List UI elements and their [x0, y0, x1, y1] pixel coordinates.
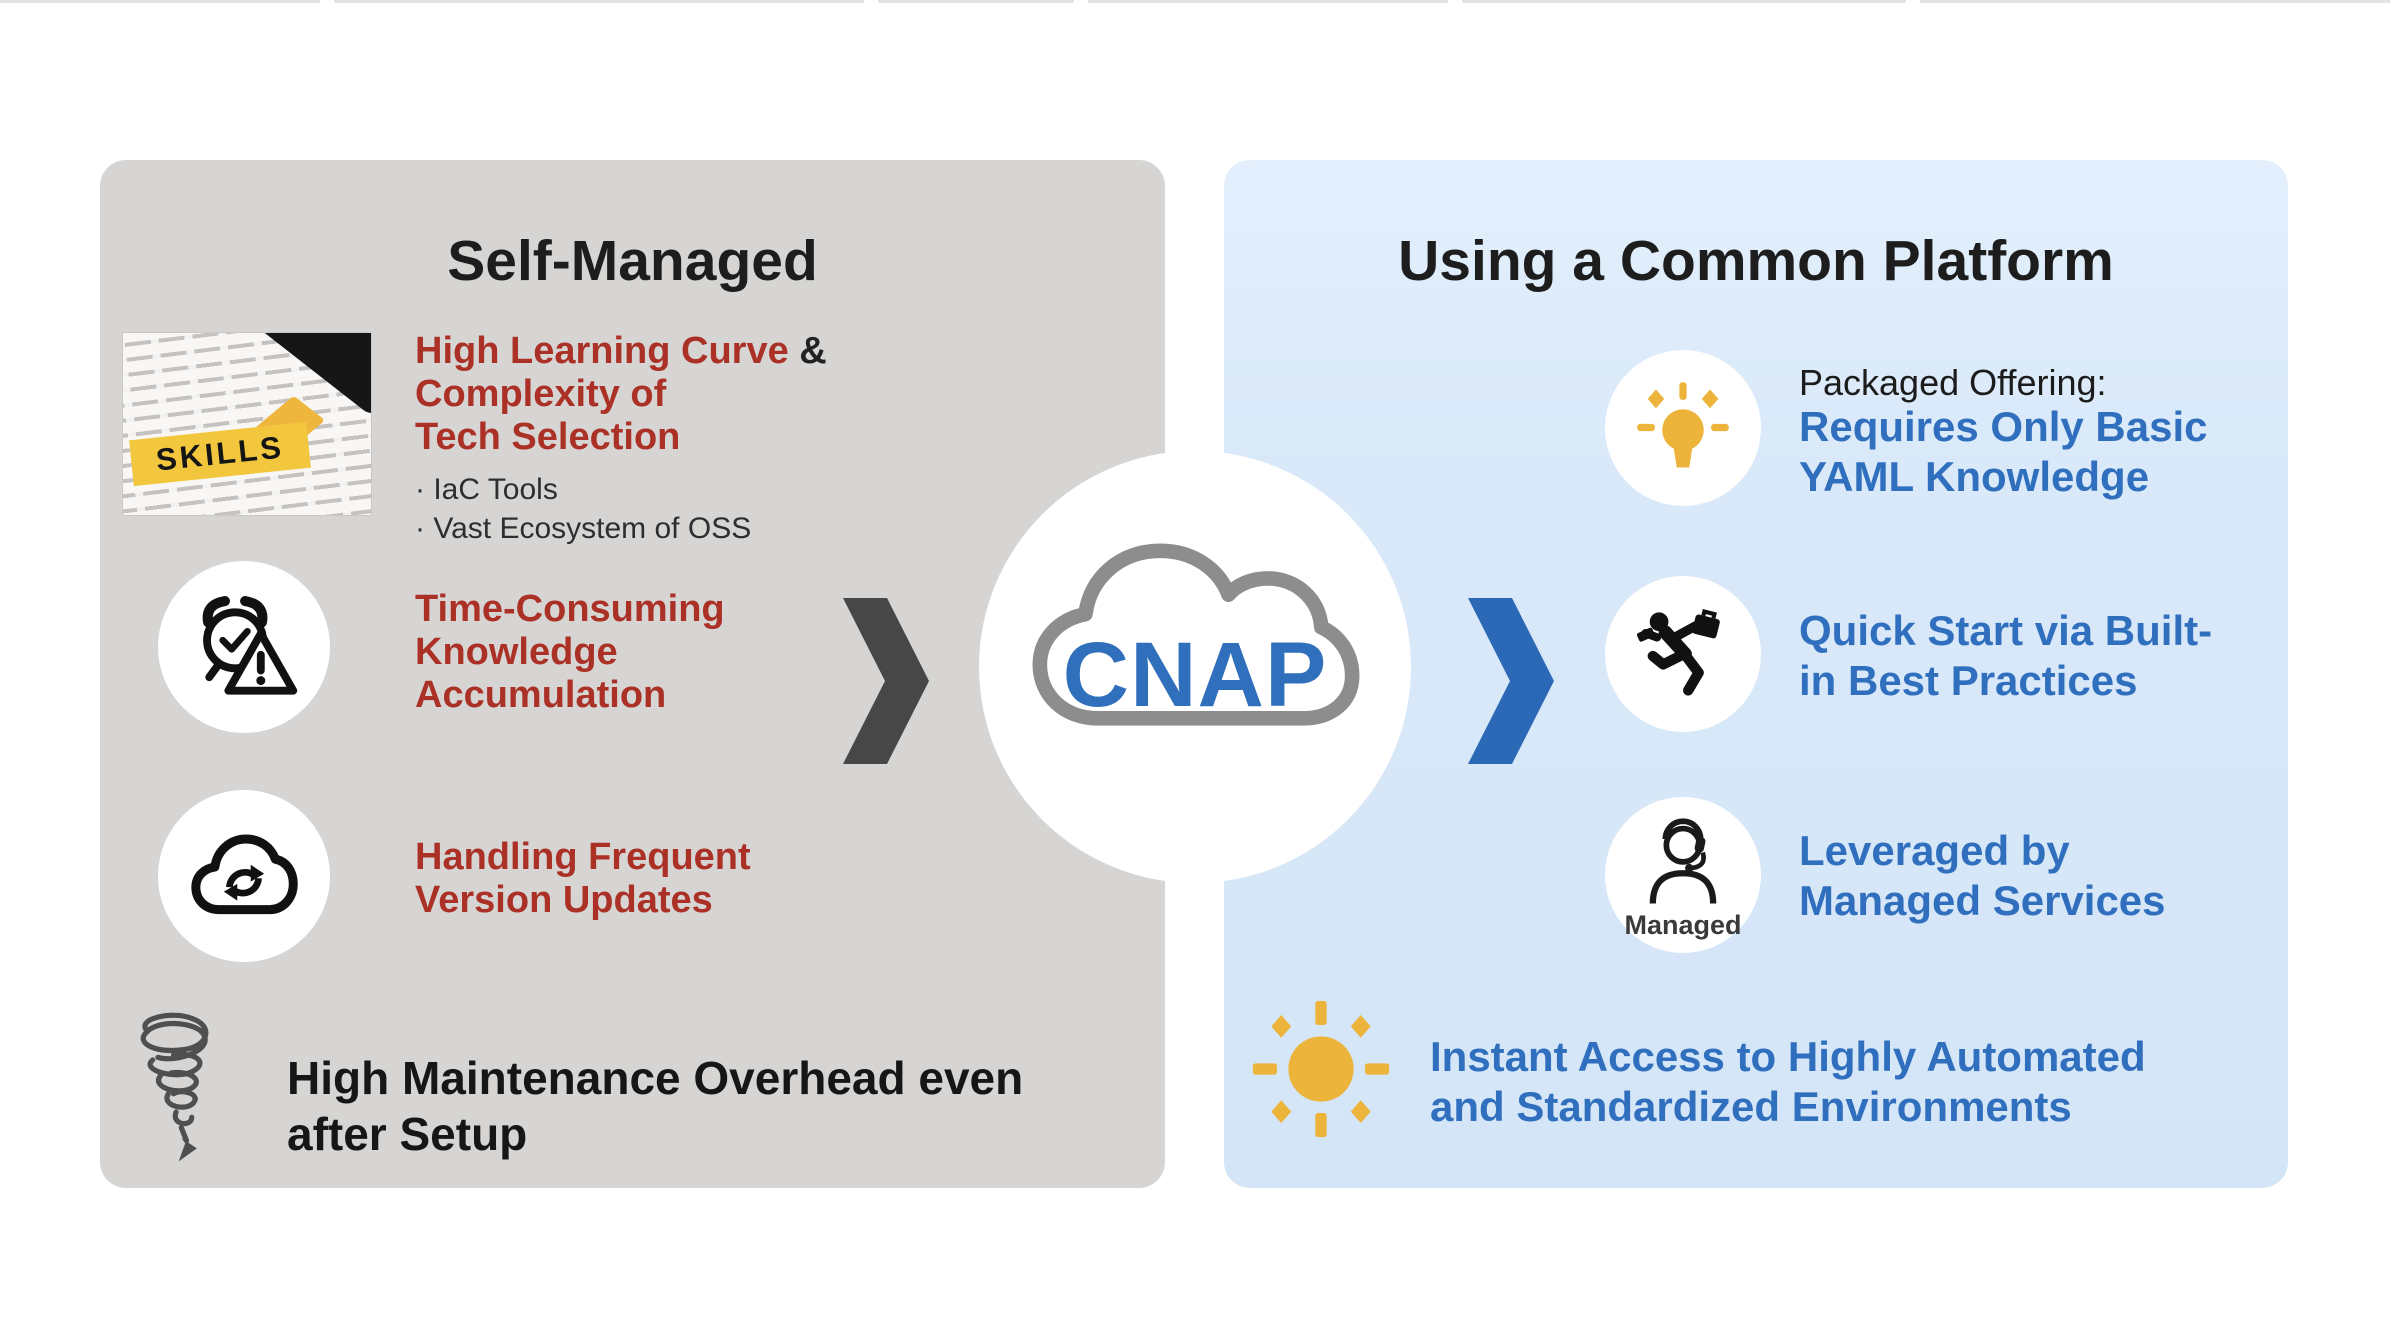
cloud-sync-icon: [158, 790, 330, 962]
heading-line: in Best Practices: [1799, 657, 2138, 704]
cnap-cloud-icon: [1032, 543, 1360, 726]
lightbulb-icon: [1605, 350, 1761, 506]
headset-person-glyph: [1649, 818, 1717, 904]
heading-line: Knowledge: [415, 631, 618, 673]
headset-person-icon: Managed: [1605, 797, 1761, 953]
cloud-sync-glyph: [191, 834, 298, 915]
alarm-warning-glyph: [202, 596, 298, 695]
heading-line: Leveraged by: [1799, 827, 2070, 874]
sun-icon: [1250, 998, 1392, 1140]
top-edge-artifact-segment: [334, 0, 864, 3]
top-edge-artifact-segment: [1920, 0, 2390, 3]
managed-services-heading: Leveraged by Managed Services: [1799, 826, 2166, 926]
heading-line: Complexity of: [415, 373, 667, 415]
instant-access-heading: Instant Access to Highly Automated and S…: [1430, 1032, 2146, 1132]
running-person-glyph: [1636, 609, 1720, 696]
dark-chevron-glyph: [843, 598, 929, 764]
heading-line: Time-Consuming: [415, 588, 725, 630]
quick-start-heading: Quick Start via Built- in Best Practices: [1799, 606, 2212, 706]
heading-line: Managed Services: [1799, 877, 2166, 924]
top-edge-artifact-segment: [878, 0, 1074, 3]
tornado-scribble-glyph: [140, 1012, 209, 1162]
heading-line: Instant Access to Highly Automated: [1430, 1033, 2146, 1080]
blue-chevron-icon: [1468, 598, 1554, 769]
top-edge-artifact-segment: [1088, 0, 1448, 3]
sun-glyph: [1252, 1000, 1390, 1138]
top-edge-artifact-segment: [1462, 0, 1906, 3]
version-updates-heading: Handling Frequent Version Updates: [415, 836, 751, 922]
cnap-label: CNAP: [1062, 624, 1328, 726]
managed-label: Managed: [1624, 910, 1742, 940]
top-edge-artifact-segment: [0, 0, 320, 3]
heading-line: YAML Knowledge: [1799, 453, 2150, 500]
heading-line: Handling Frequent: [415, 836, 751, 878]
packaged-offering-kicker: Packaged Offering:: [1799, 362, 2107, 403]
right-panel-title: Using a Common Platform: [1398, 229, 2114, 294]
running-person-icon: [1605, 576, 1761, 732]
yaml-knowledge-heading: Requires Only Basic YAML Knowledge: [1799, 402, 2208, 502]
time-consuming-heading: Time-Consuming Knowledge Accumulation: [415, 588, 725, 717]
heading-line: High Learning Curve &: [415, 330, 827, 373]
common-platform-panel: Using a Common Platform Packaged Offerin…: [1224, 160, 2288, 1188]
heading-amp-text: &: [788, 330, 827, 372]
heading-line: Tech Selection: [415, 416, 681, 458]
alarm-warning-icon: [158, 561, 330, 733]
left-panel-title: Self-Managed: [447, 229, 818, 294]
heading-line: Version Updates: [415, 879, 713, 921]
blue-chevron-glyph: [1468, 598, 1554, 764]
heading-line: and Standardized Environments: [1430, 1083, 2072, 1130]
learning-curve-heading: High Learning Curve & Complexity of Tech…: [415, 330, 827, 459]
heading-red-text: High Learning Curve: [415, 330, 789, 372]
heading-line: Requires Only Basic: [1799, 403, 2208, 450]
skills-photo: SKILLS: [122, 332, 372, 516]
skills-label: SKILLS: [154, 429, 286, 478]
footer-line: after Setup: [287, 1108, 528, 1160]
lightbulb-glyph: [1637, 382, 1729, 468]
dark-chevron-icon: [843, 598, 929, 769]
tornado-scribble-icon: [120, 1008, 240, 1164]
bullet-item: · IaC Tools: [415, 473, 558, 506]
footer-line: High Maintenance Overhead even: [287, 1052, 1024, 1104]
cnap-circle: CNAP: [979, 451, 1411, 883]
maintenance-overhead-text: High Maintenance Overhead even after Set…: [287, 1050, 1023, 1162]
bullet-item: · Vast Ecosystem of OSS: [415, 512, 752, 545]
heading-line: Accumulation: [415, 674, 667, 716]
heading-line: Quick Start via Built-: [1799, 607, 2213, 654]
learning-curve-bullets: · IaC Tools · Vast Ecosystem of OSS: [415, 470, 751, 548]
